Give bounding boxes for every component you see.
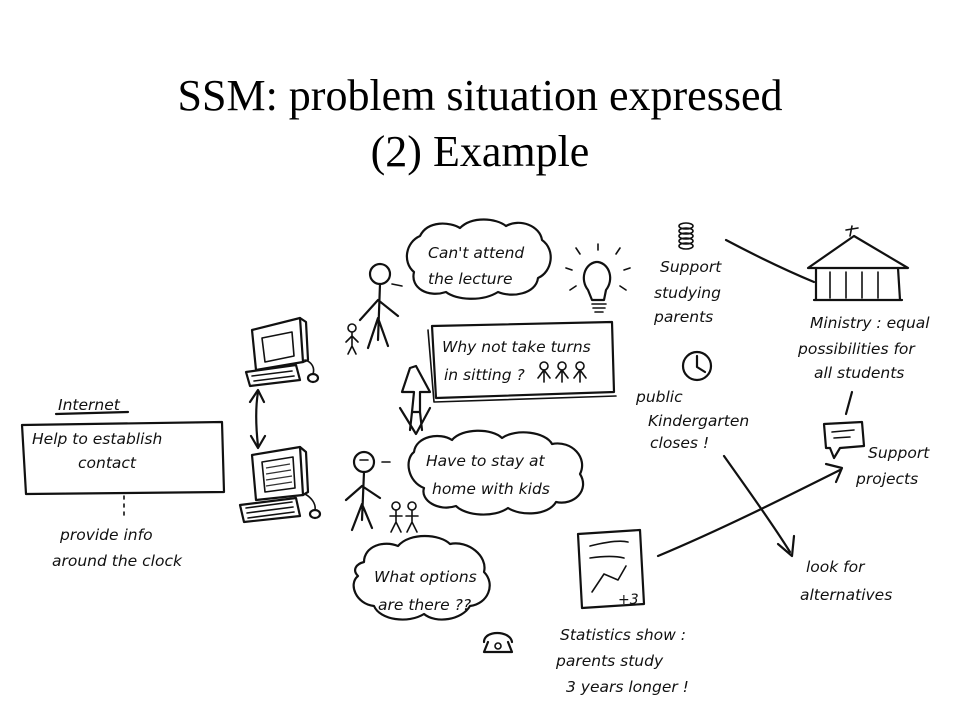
thought-bubble-stay-home: Have to stay at home with kids — [407, 429, 585, 516]
line-ministry-to-projects — [844, 390, 854, 416]
support-parents-line-2: studying — [654, 284, 721, 302]
internet-note: Internet Help to establish contact provi… — [20, 396, 226, 570]
ministry-line-1: Ministry : equal — [810, 314, 930, 332]
statistics-chart-icon: +3 — [576, 528, 646, 610]
title-line-2: (2) Example — [370, 127, 590, 176]
coin-stack-icon — [678, 222, 694, 250]
statistics-line-1: Statistics show : — [560, 626, 686, 644]
kindergarten-line-2: Kindergarten — [648, 412, 749, 430]
provide-info-line-1: provide info — [59, 526, 153, 544]
arrow-kindergarten-to-alternatives — [722, 454, 796, 558]
internet-label: Internet — [58, 396, 121, 414]
note-look-for-alternatives: look for alternatives — [800, 558, 892, 604]
provide-info-line-2: around the clock — [52, 552, 183, 570]
thought-bubble-cant-attend: Can't attend the lecture — [405, 218, 552, 300]
double-arrow-students — [398, 364, 432, 436]
student-figure-top — [345, 262, 403, 355]
three-people-icon — [537, 361, 587, 383]
support-projects-line-2: projects — [855, 470, 918, 488]
slide-title: SSM: problem situation expressed (2) Exa… — [0, 68, 960, 180]
options-line-2: are there ?? — [378, 596, 471, 614]
internet-box-line-1: Help to establish — [32, 430, 162, 448]
computer-icon-top — [244, 316, 320, 388]
thought-bubble-what-options: What options are there ?? — [352, 534, 491, 621]
note-statistics: Statistics show : parents study 3 years … — [555, 626, 689, 696]
note-support-parents: Support studying parents — [653, 258, 722, 326]
ministry-line-2: possibilities for — [797, 340, 916, 358]
statistics-line-2: parents study — [555, 652, 664, 670]
note-support-projects: Support projects — [855, 444, 930, 488]
stay-home-line-2: home with kids — [432, 480, 550, 498]
ministry-building-icon — [806, 225, 910, 302]
note-ministry: Ministry : equal possibilities for all s… — [797, 314, 930, 382]
kindergarten-line-1: public — [635, 388, 683, 406]
support-parents-line-3: parents — [653, 308, 713, 326]
student-figure-bottom — [344, 450, 419, 533]
telephone-icon — [482, 631, 514, 654]
computer-icon-bottom — [238, 445, 322, 524]
stay-home-line-1: Have to stay at — [426, 452, 546, 470]
note-why-not-take-turns: Why not take turns in sitting ? — [427, 320, 617, 403]
why-not-line-1: Why not take turns — [442, 338, 591, 356]
note-kindergarten: public Kindergarten closes ! — [635, 388, 749, 452]
kindergarten-line-3: closes ! — [650, 434, 709, 452]
clock-icon — [681, 350, 713, 382]
support-projects-line-1: Support — [868, 444, 930, 462]
internet-box-line-2: contact — [78, 454, 137, 472]
line-support-to-ministry — [724, 238, 816, 284]
title-line-1: SSM: problem situation expressed — [177, 71, 783, 120]
cant-attend-line-1: Can't attend — [428, 244, 524, 262]
lightbulb-icon — [565, 243, 631, 313]
look-for-line-1: look for — [806, 558, 866, 576]
look-for-line-2: alternatives — [800, 586, 892, 604]
document-icon — [822, 420, 866, 460]
ministry-line-3: all students — [814, 364, 904, 382]
cant-attend-line-2: the lecture — [428, 270, 513, 288]
why-not-line-2: in sitting ? — [444, 366, 525, 384]
double-arrow-computers — [248, 388, 267, 450]
options-line-1: What options — [374, 568, 477, 586]
chart-plus-three: +3 — [618, 592, 639, 608]
statistics-line-3: 3 years longer ! — [566, 678, 689, 696]
support-parents-line-1: Support — [660, 258, 722, 276]
arrow-statistics-to-projects — [656, 462, 844, 558]
